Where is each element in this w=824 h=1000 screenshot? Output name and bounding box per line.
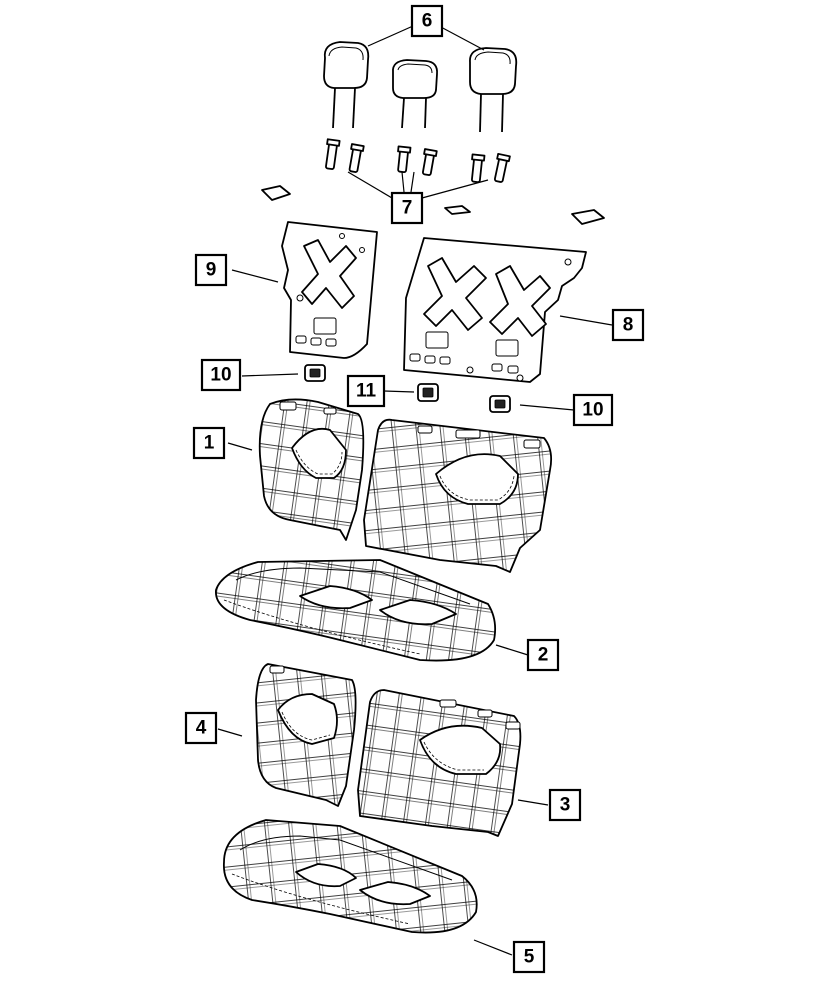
svg-text:10: 10 bbox=[582, 400, 603, 421]
latch-bezel-left bbox=[304, 364, 326, 382]
svg-text:10: 10 bbox=[210, 365, 231, 386]
svg-text:11: 11 bbox=[356, 381, 377, 402]
callout-11: 11 bbox=[346, 374, 386, 408]
svg-text:2: 2 bbox=[538, 645, 549, 666]
svg-text:8: 8 bbox=[623, 315, 634, 336]
headrest-left bbox=[323, 41, 370, 129]
callout-7: 7 bbox=[390, 191, 424, 225]
callout-10-right: 10 bbox=[572, 393, 614, 427]
callout-9: 9 bbox=[194, 253, 228, 287]
headrest-right bbox=[469, 47, 518, 133]
callout-3: 3 bbox=[548, 788, 582, 822]
latch-bezel-center bbox=[417, 383, 439, 402]
seatback-frame-left bbox=[281, 221, 378, 359]
seat-cushion-pad bbox=[223, 819, 478, 934]
callout-1: 1 bbox=[192, 426, 226, 460]
leader-lines bbox=[217, 25, 613, 956]
svg-text:3: 3 bbox=[560, 795, 571, 816]
svg-text:4: 4 bbox=[196, 718, 207, 739]
seatback-pad-left bbox=[255, 663, 357, 807]
callout-4: 4 bbox=[184, 711, 218, 745]
svg-text:7: 7 bbox=[402, 198, 413, 219]
svg-text:1: 1 bbox=[204, 433, 215, 454]
seatback-frame-right bbox=[403, 237, 587, 383]
latch-bezels bbox=[261, 185, 605, 225]
latch-bezel-right bbox=[489, 395, 511, 413]
callout-10-left: 10 bbox=[200, 358, 242, 392]
callout-6: 6 bbox=[410, 4, 444, 38]
callout-8: 8 bbox=[611, 308, 645, 342]
headrest-center bbox=[392, 59, 438, 129]
seatback-pad-right bbox=[357, 689, 522, 837]
svg-text:6: 6 bbox=[422, 11, 433, 32]
headrest-guides bbox=[325, 138, 511, 183]
callout-2: 2 bbox=[526, 638, 560, 672]
svg-text:9: 9 bbox=[206, 260, 217, 281]
seat-cushion-cover bbox=[215, 559, 497, 662]
seatback-cover-assembly bbox=[258, 398, 553, 573]
svg-text:5: 5 bbox=[524, 947, 535, 968]
callout-5: 5 bbox=[512, 940, 546, 974]
